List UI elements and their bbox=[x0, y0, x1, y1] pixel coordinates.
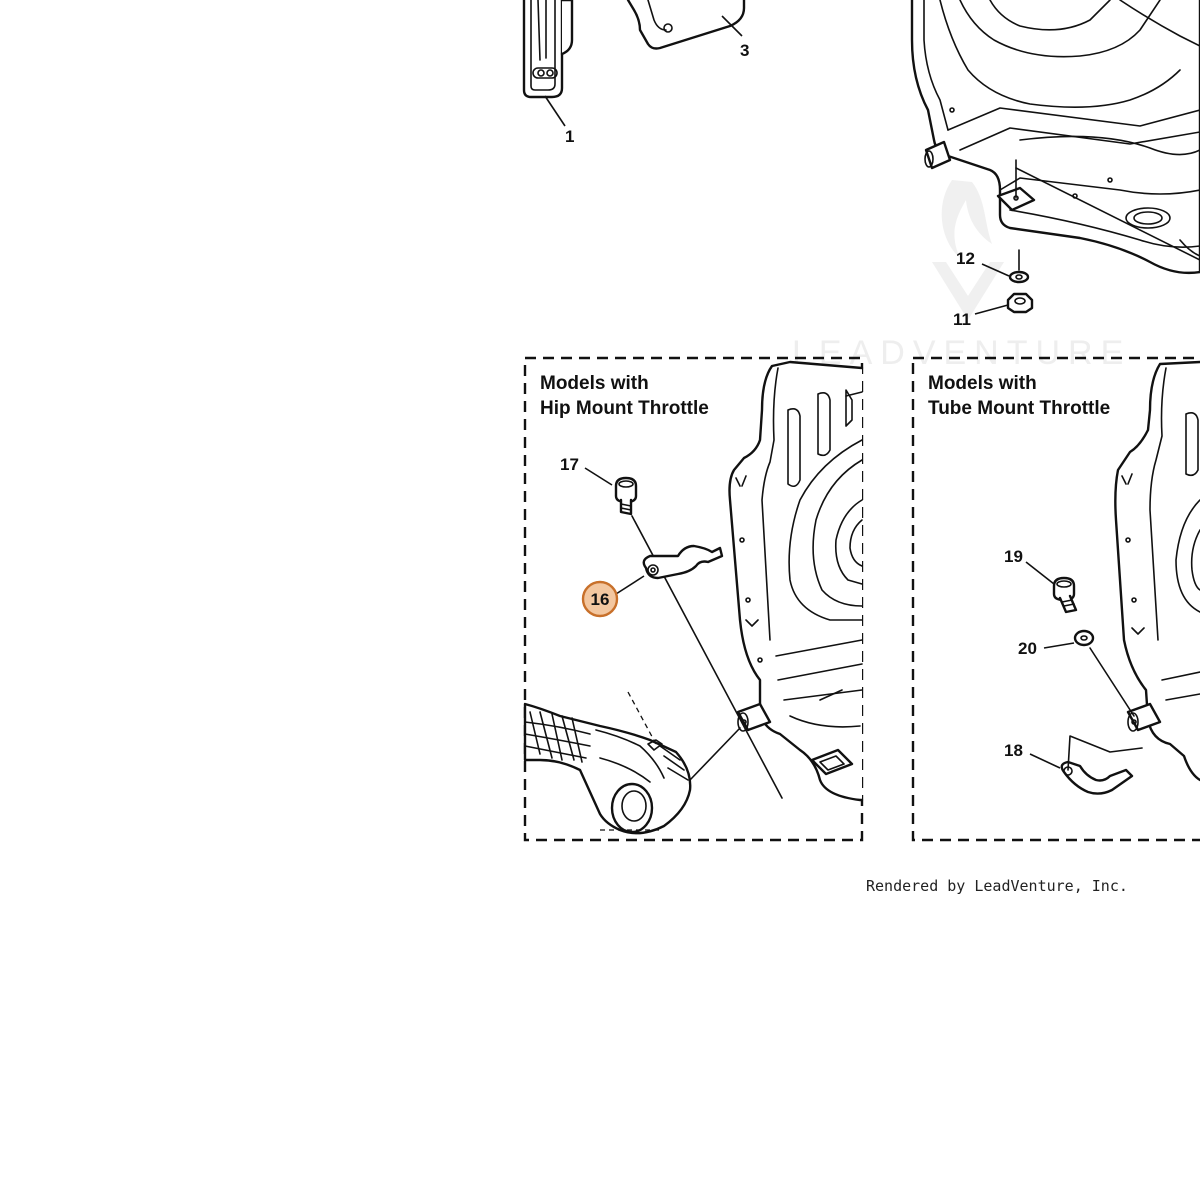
callout-12: 12 bbox=[956, 249, 975, 268]
hip-mount-title-line1: Models with bbox=[540, 373, 649, 394]
hip-frame-section bbox=[728, 360, 864, 802]
callout-17: 17 bbox=[560, 455, 579, 474]
callout-16-highlight[interactable]: 16 bbox=[581, 580, 619, 618]
tube-axis-1 bbox=[1089, 647, 1135, 717]
render-credit: Rendered by LeadVenture, Inc. bbox=[866, 877, 1128, 895]
tube-frame-section bbox=[1114, 360, 1200, 782]
part-16-clip bbox=[642, 544, 724, 580]
leader-18 bbox=[1029, 753, 1061, 769]
leader-1 bbox=[544, 95, 566, 127]
callout-1: 1 bbox=[565, 127, 574, 146]
tube-mount-box: Models with Tube Mount Throttle bbox=[911, 356, 1200, 842]
leader-12 bbox=[981, 263, 1010, 277]
leader-19 bbox=[1025, 561, 1055, 585]
leader-3 bbox=[721, 15, 743, 37]
hip-mount-box: Models with Hip Mount Throttle bbox=[523, 356, 864, 842]
tube-mount-title-line1: Models with bbox=[928, 373, 1037, 394]
part-11-nut bbox=[1006, 292, 1034, 314]
callout-18: 18 bbox=[1004, 741, 1023, 760]
hip-pin-axis bbox=[689, 727, 741, 781]
callout-3: 3 bbox=[740, 41, 749, 60]
hip-mount-title-line2: Hip Mount Throttle bbox=[540, 398, 709, 419]
part-17-bolt bbox=[614, 476, 638, 516]
tube-mount-title-line2: Tube Mount Throttle bbox=[928, 398, 1110, 419]
callout-16: 16 bbox=[591, 590, 610, 609]
leader-17 bbox=[584, 467, 613, 486]
part-20-washer bbox=[1073, 629, 1095, 647]
tube-axis-2 bbox=[1067, 735, 1143, 771]
callout-11: 11 bbox=[953, 310, 971, 329]
hip-throttle-assembly bbox=[523, 702, 692, 835]
part-19-bolt bbox=[1052, 576, 1078, 614]
callout-19: 19 bbox=[1004, 547, 1023, 566]
main-frame bbox=[910, 0, 1200, 275]
leader-16 bbox=[615, 575, 645, 595]
part-18-clip bbox=[1060, 760, 1134, 795]
callout-20: 20 bbox=[1018, 639, 1037, 658]
part-1-strap bbox=[522, 0, 574, 99]
leader-11 bbox=[974, 304, 1009, 315]
leader-20 bbox=[1043, 642, 1075, 649]
hip-dashed-1 bbox=[627, 691, 657, 745]
part-3-plate bbox=[626, 0, 746, 50]
tube-mount-box-border bbox=[911, 356, 1200, 842]
part-12-washer bbox=[1008, 270, 1030, 284]
